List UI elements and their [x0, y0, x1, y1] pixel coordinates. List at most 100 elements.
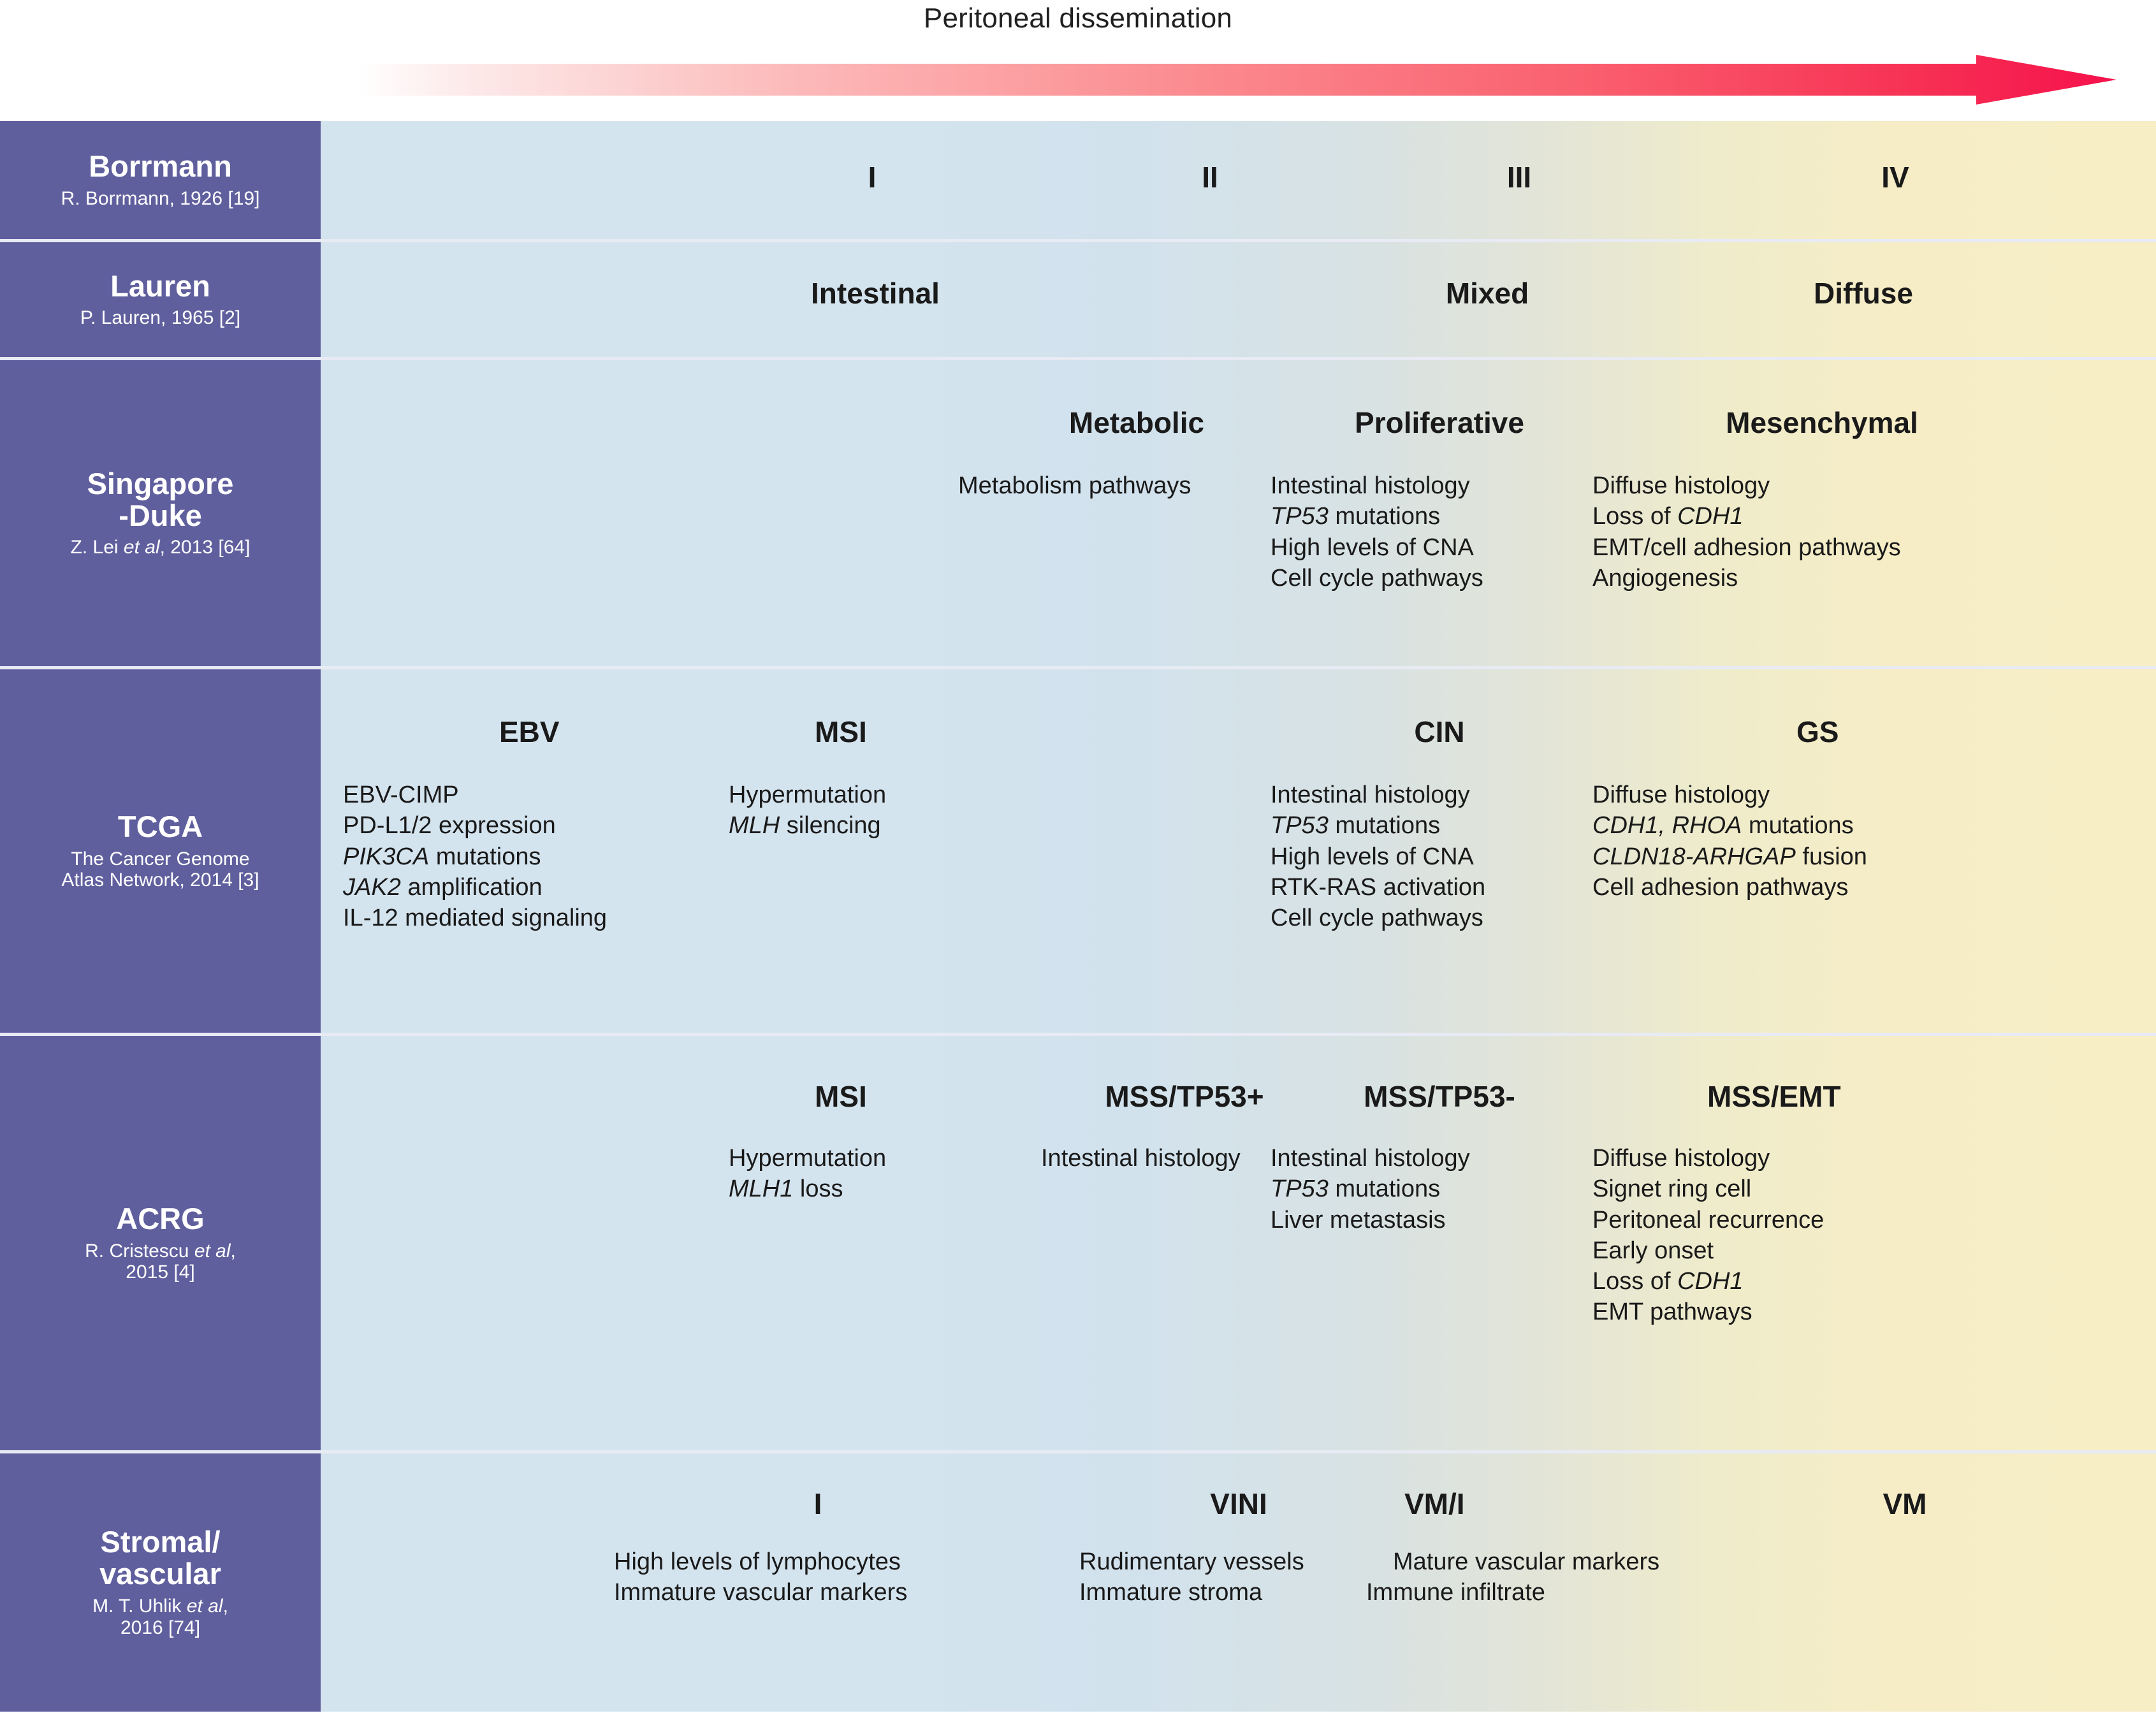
cell-header: VM [1883, 1487, 1927, 1520]
row-subtitle: Z. Lei et al, 2013 [64] [70, 537, 251, 558]
cell-header: MSS/TP53+ [1105, 1080, 1264, 1113]
cell-item: Early onset [1592, 1237, 1714, 1264]
row-title-second-line: -Duke [119, 498, 202, 532]
cell-item: Cell adhesion pathways [1592, 873, 1849, 901]
cell-item: TP53 mutations [1271, 812, 1441, 840]
cell-item: MLH silencing [729, 812, 881, 840]
cell-header: MSS/TP53- [1364, 1080, 1515, 1113]
cell-item: MLH1 loss [729, 1176, 843, 1203]
cell-header: Proliferative [1355, 406, 1524, 439]
row-title: TCGA [117, 809, 203, 843]
cell-acrg-mss-emt: MSS/EMT Diffuse histology Signet ring ce… [1592, 1082, 2051, 1328]
cell-stromal-vmi: VM/I Mature vascular markers Immune infi… [1366, 1489, 1774, 1608]
cell-header: VM/I [1404, 1487, 1465, 1520]
cell-item: Cell cycle pathways [1271, 564, 1483, 592]
row-header-lauren: Lauren P. Lauren, 1965 [2] [0, 242, 321, 357]
cell-item: Intestinal histology [1041, 1145, 1241, 1172]
cell-item: CDH1, RHOA mutations [1592, 812, 1854, 840]
cell-borrmann-2: II [1175, 163, 1245, 192]
cell-borrmann-3: III [1484, 163, 1554, 192]
cell-item: High levels of lymphocytes [614, 1548, 901, 1575]
cell-item: Angiogenesis [1592, 564, 1738, 592]
cell-stromal-vm: VM [1841, 1489, 1969, 1518]
cell-stromal-i: I High levels of lymphocytes Immature va… [614, 1489, 1022, 1608]
cell-item: EMT/cell adhesion pathways [1592, 534, 1901, 561]
cell-sgduke-proliferative: Proliferative Intestinal histology TP53 … [1271, 408, 1608, 593]
row-body-borrmann: I II III IV [321, 121, 2156, 239]
cell-item: Loss of CDH1 [1592, 503, 1744, 530]
row-subtitle-second-line: 2016 [74] [120, 1617, 201, 1638]
cell-lauren-intestinal: Intestinal [754, 279, 996, 308]
cell-item: IL-12 mediated signaling [343, 905, 608, 931]
cell-item: Immature stroma [1079, 1579, 1263, 1606]
classification-matrix: Borrmann R. Borrmann, 1926 [19] I II III… [0, 121, 2156, 1718]
row-title-second-line: vascular [99, 1557, 221, 1591]
cell-header: Mesenchymal [1726, 406, 1918, 439]
cell-item: Peritoneal recurrence [1592, 1206, 1825, 1234]
cell-item: Loss of CDH1 [1592, 1268, 1744, 1295]
row-title: Borrmann [89, 149, 232, 184]
row-body-tcga: EBV EBV-CIMP PD-L1/2 expression PIK3CA m… [321, 669, 2156, 1033]
cell-header: MSS/EMT [1707, 1080, 1841, 1113]
table-row-lauren: Lauren P. Lauren, 1965 [2] Intestinal Mi… [0, 239, 2156, 357]
cell-item: Diffuse histology [1592, 782, 1770, 808]
row-body-stromal-vascular: I High levels of lymphocytes Immature va… [321, 1453, 2156, 1712]
cell-header: EBV [499, 715, 560, 748]
row-title: Lauren [110, 268, 210, 303]
cell-item: TP53 mutations [1271, 1176, 1441, 1203]
row-subtitle-second-line: 2015 [4] [126, 1262, 195, 1283]
cell-header: III [1506, 161, 1532, 194]
cell-header: CIN [1414, 715, 1465, 748]
row-body-lauren: Intestinal Mixed Diffuse [321, 242, 2156, 357]
cell-acrg-mss-tp53-minus: MSS/TP53- Intestinal histology TP53 muta… [1271, 1082, 1608, 1235]
cell-header: I [813, 1487, 822, 1520]
cell-header: Intestinal [811, 277, 940, 310]
row-title: ACRG [116, 1201, 205, 1235]
cell-item: Cell cycle pathways [1271, 905, 1483, 931]
cell-item: CLDN18-ARHGAP fusion [1592, 843, 1867, 870]
cell-item: PIK3CA mutations [343, 843, 541, 870]
row-body-singapore-duke: Metabolic Metabolism pathways Proliferat… [321, 360, 2156, 666]
table-row-borrmann: Borrmann R. Borrmann, 1926 [19] I II III… [0, 121, 2156, 239]
cell-item: Liver metastasis [1271, 1206, 1446, 1234]
row-subtitle: R. Cristescu et al, [85, 1240, 236, 1262]
cell-header: GS [1796, 715, 1839, 748]
cell-item: EMT pathways [1592, 1299, 1752, 1326]
cell-item: High levels of CNA [1271, 843, 1474, 870]
row-subtitle: P. Lauren, 1965 [2] [80, 307, 241, 329]
right-arrow-icon [357, 55, 2116, 105]
cell-item: Mature vascular markers [1393, 1548, 1660, 1575]
cell-header: I [868, 161, 877, 194]
cell-header: Diffuse [1814, 277, 1913, 310]
cell-item: Immune infiltrate [1366, 1579, 1545, 1606]
cell-item: RTK-RAS activation [1271, 873, 1486, 901]
cell-stromal-vini: VINI Rudimentary vessels Immature stroma [1079, 1489, 1398, 1608]
cell-item: Intestinal histology [1271, 1145, 1470, 1172]
cell-item: Signet ring cell [1592, 1176, 1752, 1203]
cell-item: Diffuse histology [1592, 472, 1770, 499]
cell-acrg-msi: MSI Hypermutation MLH1 loss [729, 1082, 1016, 1205]
cell-item: TP53 mutations [1271, 503, 1441, 530]
cell-sgduke-mesenchymal: Mesenchymal Diffuse histology Loss of CD… [1592, 408, 2051, 593]
cell-lauren-mixed: Mixed [1366, 279, 1608, 308]
row-title: Stromal/ [100, 1525, 221, 1559]
table-row-tcga: TCGA The Cancer Genome Atlas Network, 20… [0, 666, 2156, 1033]
cell-tcga-msi: MSI Hypermutation MLH silencing [729, 717, 1016, 841]
row-subtitle-second-line: Atlas Network, 2014 [3] [61, 870, 259, 891]
table-row-stromal-vascular: Stromal/ vascular M. T. Uhlik et al, 201… [0, 1450, 2156, 1712]
cell-borrmann-1: I [837, 163, 907, 192]
cell-item: Rudimentary vessels [1079, 1548, 1304, 1575]
cell-tcga-cin: CIN Intestinal histology TP53 mutations … [1271, 717, 1608, 933]
table-row-acrg: ACRG R. Cristescu et al, 2015 [4] MSI Hy… [0, 1033, 2156, 1450]
banner-title: Peritoneal dissemination [923, 3, 1233, 34]
peritoneal-dissemination-banner: Peritoneal dissemination [0, 0, 2156, 121]
cell-tcga-ebv: EBV EBV-CIMP PD-L1/2 expression PIK3CA m… [343, 717, 738, 933]
row-subtitle: R. Borrmann, 1926 [19] [61, 187, 260, 209]
cell-header: VINI [1210, 1487, 1267, 1520]
cell-sgduke-metabolic: Metabolic Metabolism pathways [958, 408, 1315, 501]
table-row-singapore-duke: Singapore -Duke Z. Lei et al, 2013 [64] … [0, 357, 2156, 666]
row-body-acrg: MSI Hypermutation MLH1 loss MSS/TP53+ In… [321, 1036, 2156, 1450]
cell-borrmann-4: IV [1860, 163, 1930, 192]
cell-item: Intestinal histology [1271, 782, 1470, 808]
cell-item: EBV-CIMP [343, 782, 459, 808]
